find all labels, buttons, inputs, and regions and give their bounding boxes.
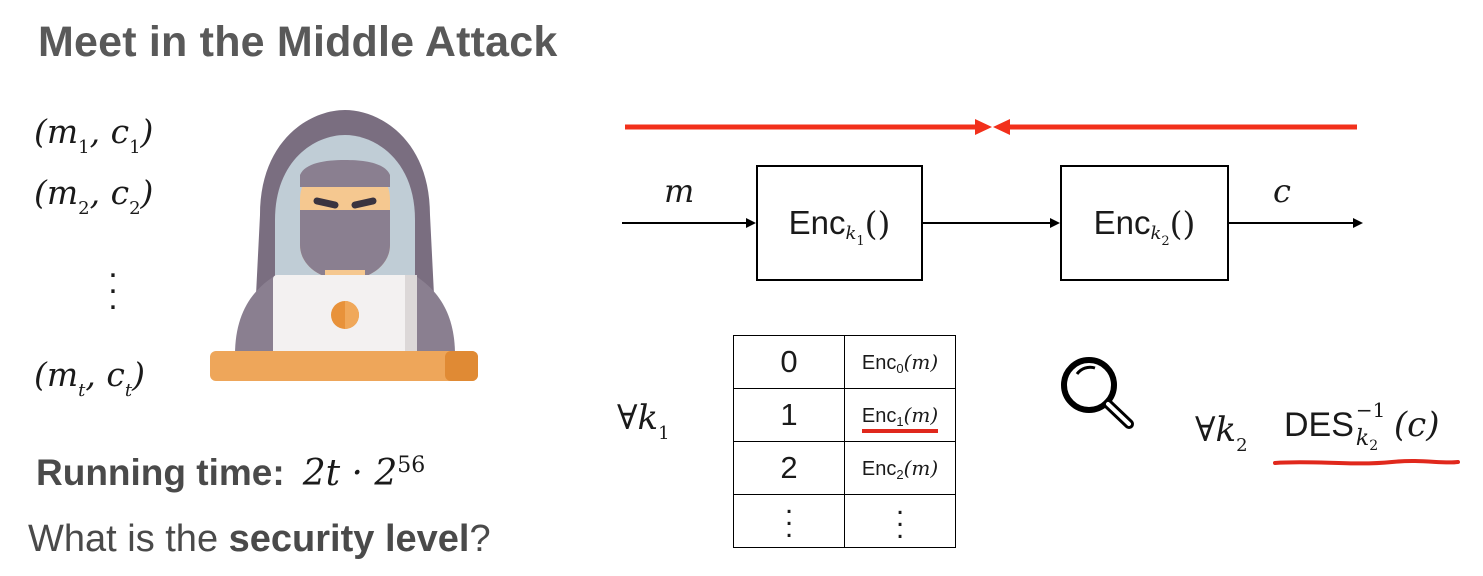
magnifier-icon xyxy=(1061,357,1134,429)
security-question: What is the security level? xyxy=(28,518,491,560)
page-title: Meet in the Middle Attack xyxy=(38,18,558,66)
pairs-vdots: ... xyxy=(108,247,118,317)
table-value: Enc2(m) xyxy=(844,441,956,495)
table-index: 1 xyxy=(733,388,845,442)
decryption-underline xyxy=(1273,459,1460,466)
table-row: 0 Enc0(m) xyxy=(733,335,956,389)
table-vdots: ... xyxy=(733,488,845,548)
table-row: 1 Enc1(m) xyxy=(733,388,956,442)
table-row: ... ... xyxy=(733,488,956,548)
output-label-c: c xyxy=(1273,172,1291,210)
pair-2: (m2, c2) xyxy=(34,173,154,219)
input-label-m: m xyxy=(664,172,695,210)
table-value: Enc1(m) xyxy=(844,388,956,442)
pair-1: (m1, c1) xyxy=(34,112,154,158)
encryption-diagram-wires xyxy=(622,119,1363,228)
table-row: 2 Enc2(m) xyxy=(733,441,956,495)
table-index: 2 xyxy=(733,441,845,495)
running-time: Running time:2t · 256 xyxy=(36,452,426,494)
encryption-table: 0 Enc0(m) 1 Enc1(m) 2 Enc2(m) ... ... xyxy=(733,335,956,548)
forall-k2: ∀k2 xyxy=(1195,410,1248,456)
forall-k1: ∀k1 xyxy=(617,398,670,444)
pair-t: (mt, ct) xyxy=(34,355,145,401)
table-value: Enc0(m) xyxy=(844,335,956,389)
table-index: 0 xyxy=(733,335,845,389)
table-vdots: ... xyxy=(844,489,956,548)
hacker-icon xyxy=(210,110,478,381)
